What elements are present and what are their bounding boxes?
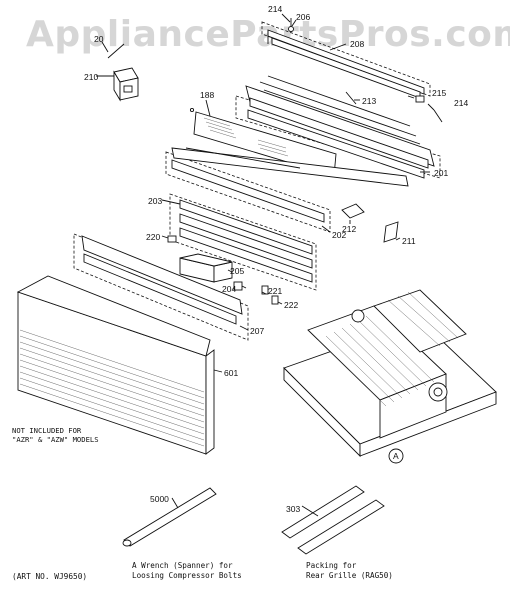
panel-207 [73,233,249,341]
label-a: A [393,451,399,461]
box-205 [179,253,233,283]
packing-caption-line-2: Rear Grille (RAG50) [306,571,393,580]
note-line-2: "AZR" & "AZW" MODELS [12,435,99,444]
label-207: 207 [250,326,264,336]
label-202: 202 [332,230,346,240]
rod-20 [107,43,125,59]
label-211: 211 [402,236,416,246]
packing-303 [281,485,385,555]
leader-lines [96,13,435,517]
wrench-caption-line-2: Loosing Compressor Bolts [132,571,242,580]
label-20: 20 [94,34,104,44]
label-214-top: 214 [268,4,282,14]
wrench-caption-line-1: A Wrench (Spanner) for [132,561,233,570]
packing-caption-line-1: Packing for [306,561,357,570]
label-221: 221 [268,286,282,296]
spring-214 [433,109,443,123]
label-188: 188 [200,90,214,100]
rail-assembly-208 [261,21,431,99]
clip-211 [383,221,399,243]
label-212: 212 [342,224,356,234]
art-number: (ART NO. WJ9650) [12,572,87,581]
part-220 [167,235,177,243]
screw-214-top [288,18,294,32]
bracket-210 [113,67,139,102]
label-303: 303 [286,504,300,514]
label-215: 215 [432,88,446,98]
label-601: 601 [224,368,238,378]
label-205: 205 [230,266,244,276]
part-222 [271,295,279,305]
label-213: 213 [362,96,376,106]
label-222: 222 [284,300,298,310]
label-206: 206 [296,12,310,22]
tray-201 [235,75,441,179]
pin-213 [345,91,357,105]
label-220: 220 [146,232,160,242]
label-208: 208 [350,39,364,49]
label-214-right: 214 [454,98,468,108]
note-line-1: NOT INCLUDED FOR [12,426,82,435]
callout-a-circle [388,448,404,464]
label-201: 201 [434,168,448,178]
label-210: 210 [84,72,98,82]
cap-215 [415,95,425,103]
chassis-unit [283,289,497,458]
bracket-212 [341,203,365,219]
label-204: 204 [222,284,236,294]
wrench-5000 [122,487,217,547]
front-cover-601 [16,275,215,455]
label-5000: 5000 [150,494,169,504]
label-203: 203 [148,196,162,206]
assembly-203 [169,193,317,291]
